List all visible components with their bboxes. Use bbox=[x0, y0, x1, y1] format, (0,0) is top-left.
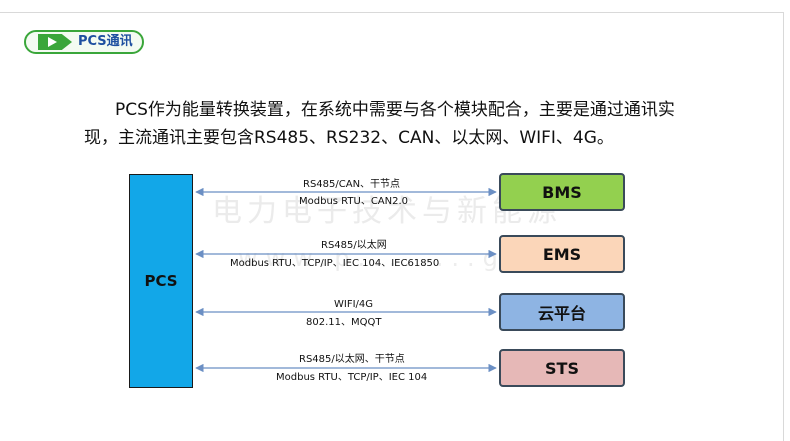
intro-line-1: PCS作为能量转换装置，在系统中需要与各个模块配合，主要是通过通讯实 bbox=[115, 100, 675, 120]
bms-link-bottom-label: Modbus RTU、CAN2.0 bbox=[299, 196, 409, 207]
module-cloud: 云平台 bbox=[499, 293, 625, 331]
right-divider bbox=[783, 12, 784, 441]
top-divider bbox=[0, 12, 784, 13]
bms-link-top-label: RS485/CAN、干节点 bbox=[303, 179, 401, 190]
sts-link-bottom-label: Modbus RTU、TCP/IP、IEC 104 bbox=[276, 372, 428, 383]
pcs-box: PCS bbox=[129, 174, 193, 388]
module-sts: STS bbox=[499, 349, 625, 387]
cloud-link-top-label: WIFI/4G bbox=[334, 299, 374, 310]
intro-paragraph: PCS作为能量转换装置，在系统中需要与各个模块配合，主要是通过通讯实 现，主流通… bbox=[84, 96, 724, 152]
ems-link-bottom-label: Modbus RTU、TCP/IP、IEC 104、IEC61850 bbox=[230, 258, 440, 269]
section-title: PCS通讯 bbox=[78, 34, 133, 49]
section-tag: PCS通讯 bbox=[24, 30, 144, 54]
ems-link-top-label: RS485/以太网 bbox=[321, 240, 387, 251]
sts-link-top-label: RS485/以太网、干节点 bbox=[299, 354, 405, 365]
module-ems: EMS bbox=[499, 235, 625, 273]
module-bms: BMS bbox=[499, 173, 625, 211]
intro-line-2: 现，主流通讯主要包含RS485、RS232、CAN、以太网、WIFI、4G。 bbox=[84, 128, 614, 148]
play-arrow-icon bbox=[38, 34, 72, 50]
cloud-link-bottom-label: 802.11、MQQT bbox=[306, 317, 382, 328]
